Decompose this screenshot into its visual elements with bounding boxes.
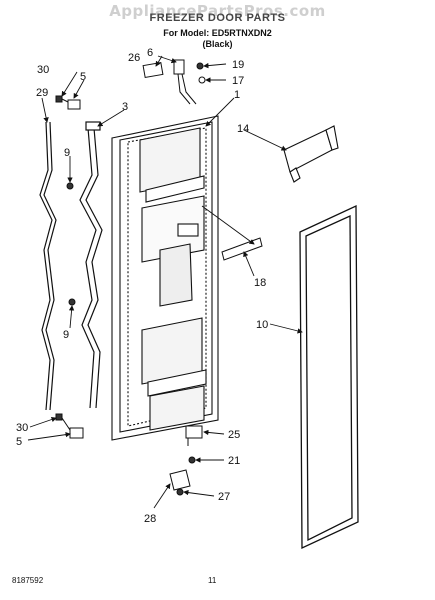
part-5-upper-bracket	[55, 95, 81, 110]
callout-3: 3	[122, 101, 128, 113]
leader-lines	[27, 55, 303, 509]
page-number: 11	[208, 576, 217, 585]
part-25-hinge	[185, 425, 203, 446]
part-9-screws	[66, 182, 76, 306]
part-17-clip	[198, 76, 206, 84]
callout-5-lower: 5	[16, 436, 22, 448]
part-21-screw	[188, 456, 196, 464]
callout-19: 19	[232, 59, 244, 71]
part-29-gasket-strip	[39, 121, 57, 411]
part-19-screw	[196, 62, 204, 70]
callout-30-lower: 30	[16, 422, 28, 434]
callout-5-upper: 5	[80, 71, 86, 83]
callout-26: 26	[128, 52, 140, 64]
part-28-bracket	[169, 469, 191, 491]
part-3-side-rail	[79, 121, 103, 409]
watermark: AppliancePartsPros.com	[109, 2, 326, 20]
callout-14: 14	[237, 123, 249, 135]
part-1-door-liner	[111, 115, 219, 441]
callout-9-upper: 9	[64, 147, 70, 159]
callout-18: 18	[254, 277, 266, 289]
callout-30-upper: 30	[37, 64, 49, 76]
part-26-cap	[142, 61, 164, 79]
callout-10: 10	[256, 319, 268, 331]
callout-9-lower: 9	[63, 329, 69, 341]
callout-21: 21	[228, 455, 240, 467]
footer-code: 8187592	[12, 576, 44, 585]
callout-17: 17	[232, 75, 244, 87]
part-18-trim	[221, 237, 263, 261]
callout-6: 6	[147, 47, 153, 59]
callout-27: 27	[218, 491, 230, 503]
page-title: FREEZER DOOR PARTS	[149, 12, 286, 24]
part-14-bin	[283, 125, 339, 183]
part-27-screw	[176, 488, 184, 496]
part-10-gasket	[299, 204, 359, 550]
callout-28: 28	[144, 513, 156, 525]
callout-25: 25	[228, 429, 240, 441]
model-line: For Model: ED5RTNXDN2	[163, 28, 272, 38]
color-line: (Black)	[202, 39, 233, 49]
callout-1: 1	[234, 89, 240, 101]
callout-29: 29	[36, 87, 48, 99]
part-6-harness	[173, 59, 197, 105]
